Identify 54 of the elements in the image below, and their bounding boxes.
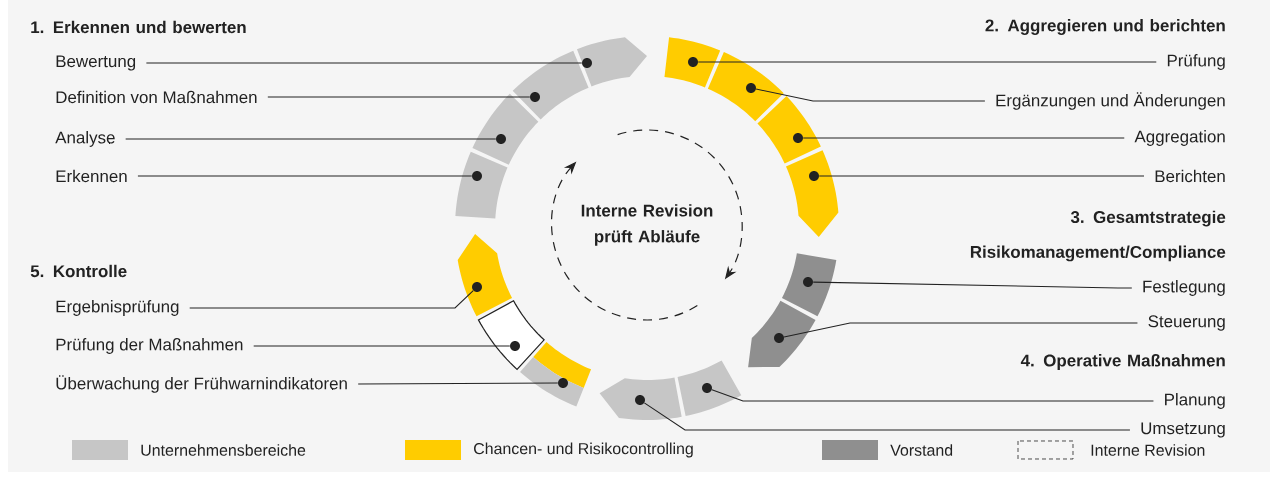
section-heading: 3. Gesamtstrategie Risikomanagement/Compliance xyxy=(970,210,1226,262)
step-label: Umsetzung xyxy=(1141,422,1225,438)
step-label: Bewertung xyxy=(56,55,136,71)
ring-segment xyxy=(757,96,821,164)
step-label: Steuerung xyxy=(1148,315,1225,331)
ring-segment xyxy=(576,37,647,87)
section-heading: 4. Operative Maßnahmen xyxy=(1020,354,1225,370)
step-label: Überwachung der Frühwarnindikatoren xyxy=(56,375,347,393)
legend-label: Interne Revision xyxy=(1091,444,1205,456)
step-label: Ergebnisprüfung xyxy=(56,300,179,316)
ring-segment xyxy=(512,50,589,120)
leader-line xyxy=(697,61,1157,63)
leader-line xyxy=(812,281,1133,289)
ring-segment xyxy=(707,52,784,122)
step-label: Prüfung der Maßnahmen xyxy=(56,338,243,354)
step-label: Ergänzungen und Änderungen xyxy=(996,92,1225,110)
ring-segment xyxy=(748,300,816,368)
step-label: Definition von Maßnahmen xyxy=(56,90,257,104)
step-label: Festlegung xyxy=(1143,280,1225,296)
legend-label: Unternehmensbereiche xyxy=(141,444,306,456)
step-label: Analyse xyxy=(55,131,115,147)
leader-line xyxy=(818,175,1145,177)
ring-segment xyxy=(520,342,592,407)
step-label: Aggregation xyxy=(1134,130,1225,146)
leader-line xyxy=(643,402,1131,431)
leader-line xyxy=(267,96,531,98)
ring-segment xyxy=(457,234,513,317)
ring-segment xyxy=(472,93,539,165)
leader-line xyxy=(783,322,1138,338)
leader-line xyxy=(145,62,583,64)
ring-segment xyxy=(664,37,721,88)
legend-label: Vorstand xyxy=(890,444,953,456)
section-heading: 2. Aggregieren und berichten xyxy=(985,19,1225,35)
step-label: Prüfung xyxy=(1167,54,1225,70)
leader-line xyxy=(125,138,497,140)
leader-line xyxy=(189,290,474,309)
leader-line xyxy=(137,175,473,177)
section-heading: 1. Erkennen und bewerten xyxy=(31,20,246,34)
step-label: Berichten xyxy=(1155,169,1225,183)
leader-line xyxy=(802,137,1125,139)
ring-segment xyxy=(786,150,839,237)
leader-line xyxy=(755,88,986,102)
step-label: Planung xyxy=(1165,393,1225,409)
leader-line xyxy=(711,389,1154,402)
ring-segment xyxy=(599,377,682,420)
ring-segment xyxy=(677,360,742,417)
legend-label: Chancen- und Risikocontrolling xyxy=(474,442,693,458)
section-heading: 5. Kontrolle xyxy=(30,264,127,278)
leader-line xyxy=(357,382,559,385)
leader-line xyxy=(253,345,511,347)
ring-segment xyxy=(455,151,508,219)
node-label: Interne Revision prüft Abläufe xyxy=(581,204,713,246)
ring-segment xyxy=(781,253,837,317)
step-label: Erkennen xyxy=(56,169,127,183)
